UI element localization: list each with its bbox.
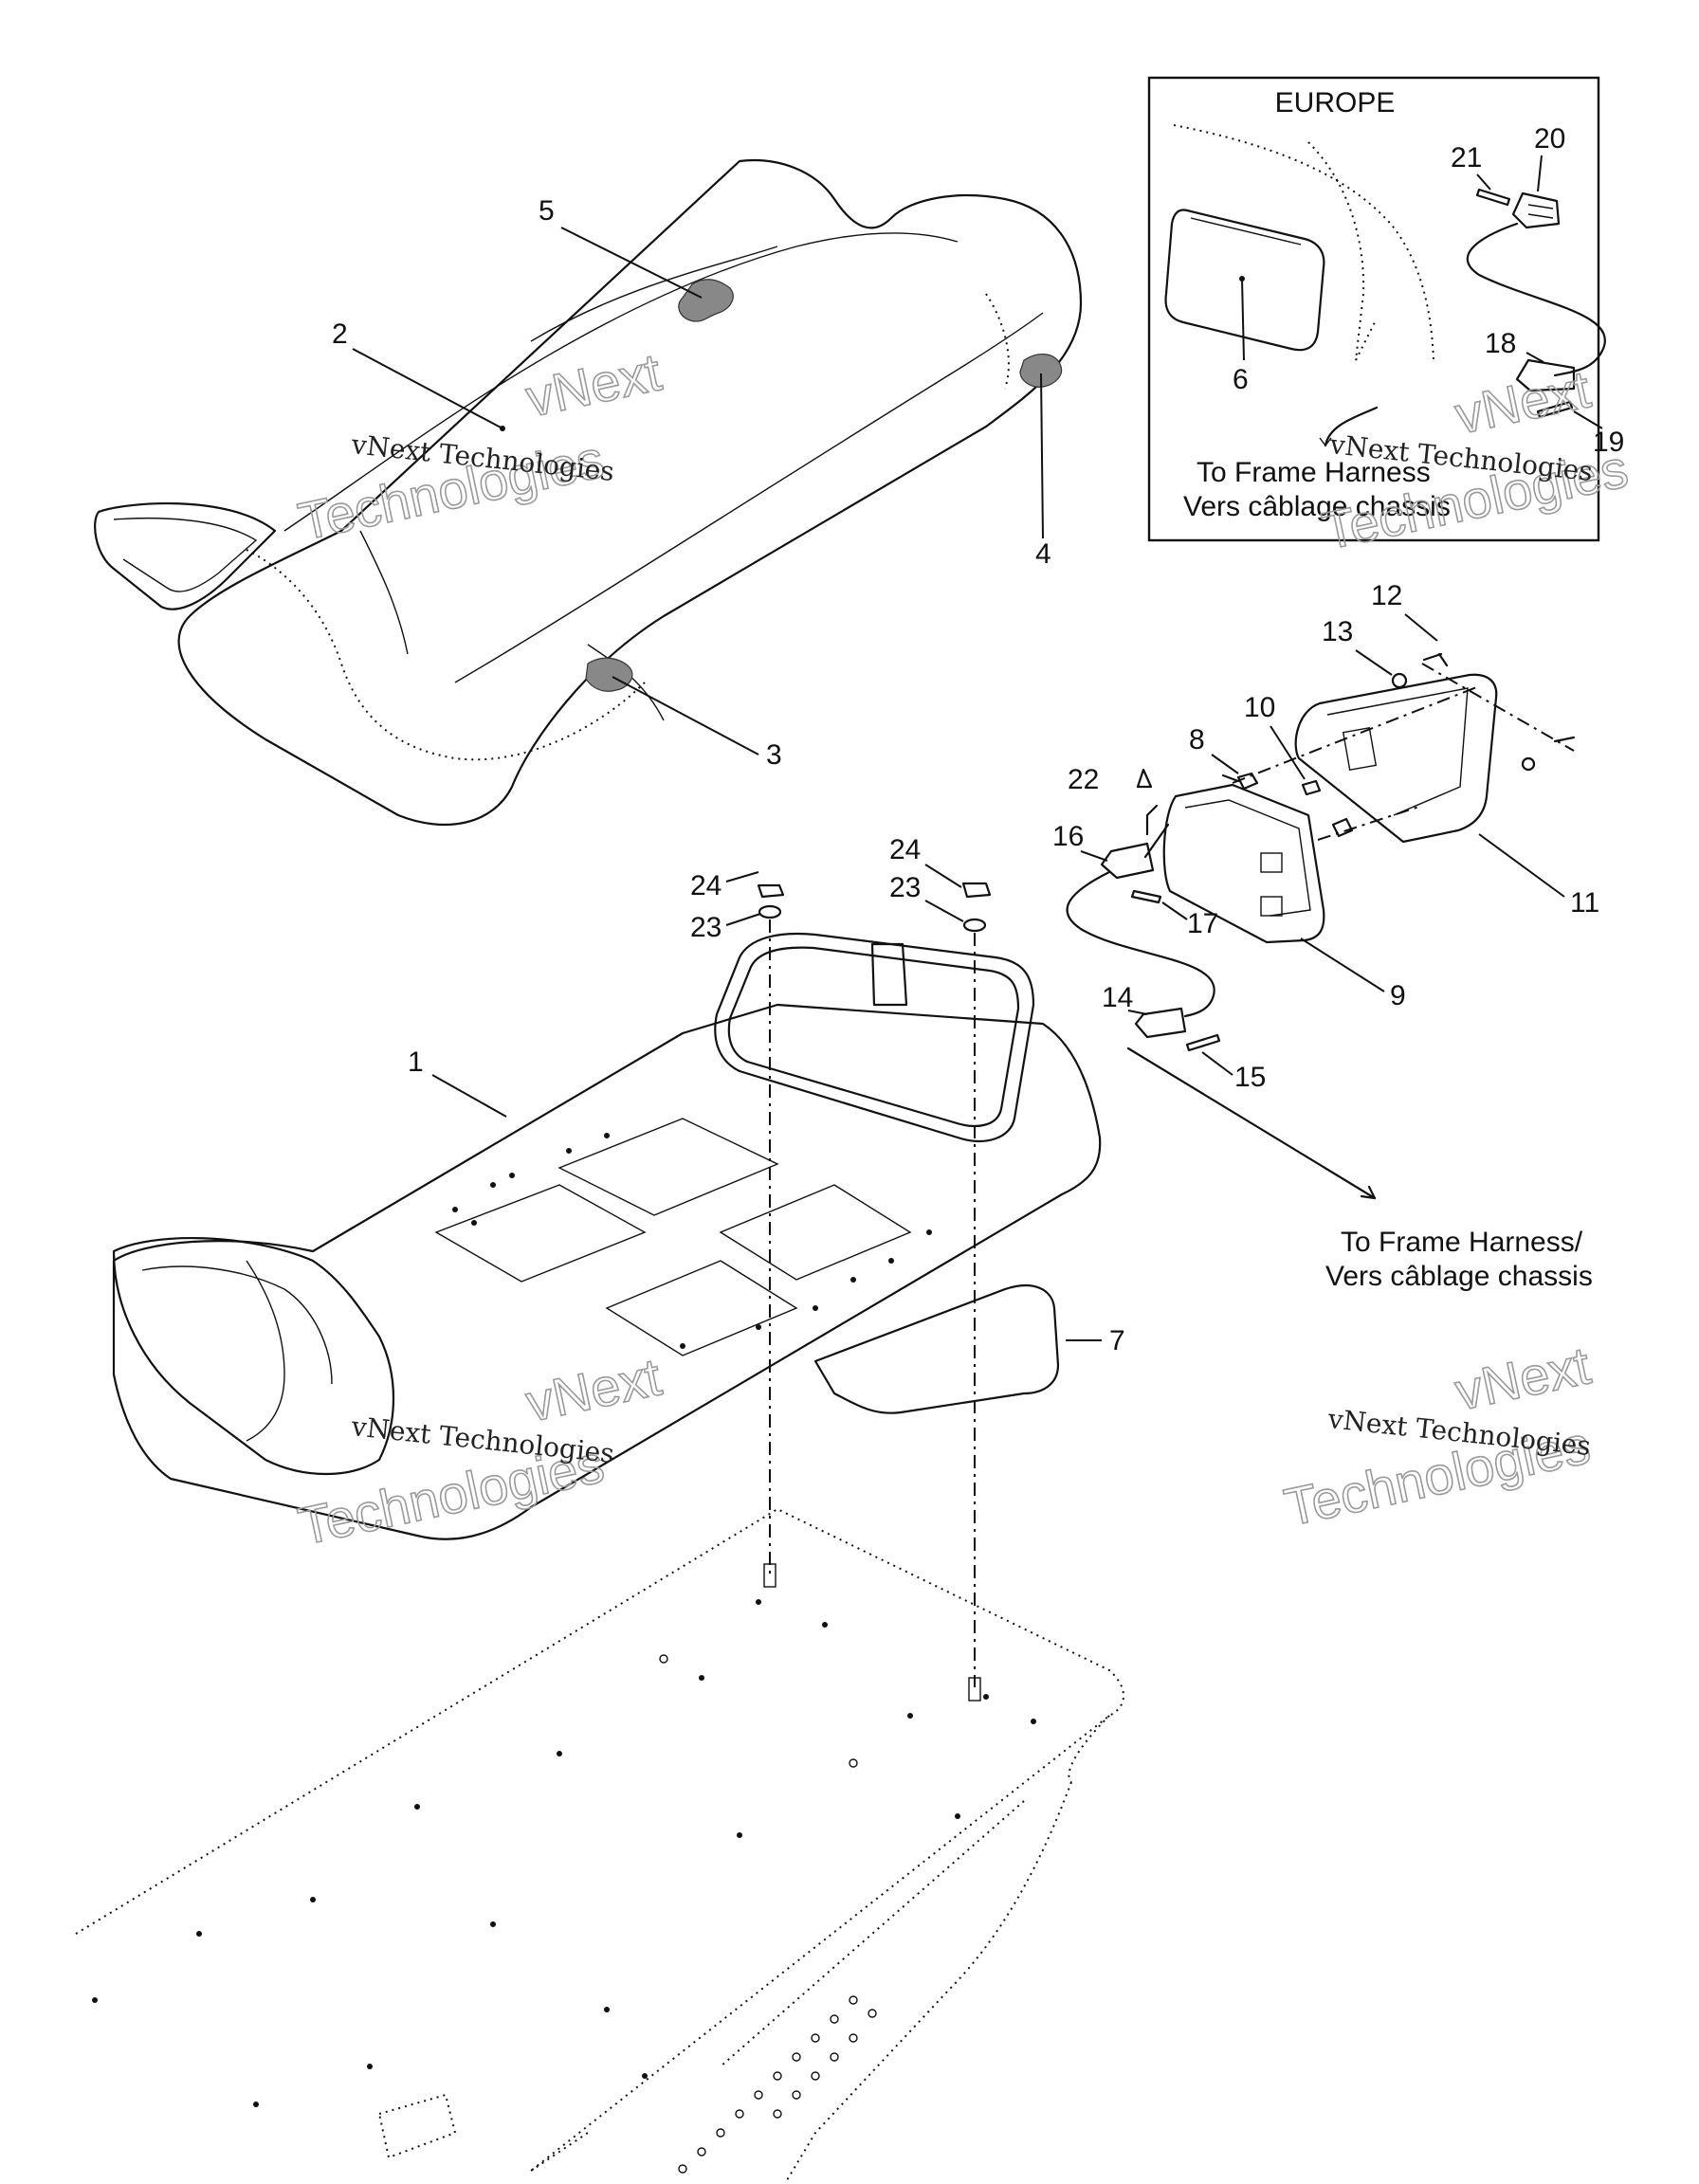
connector-part-14 bbox=[1134, 1007, 1187, 1039]
taillight-lens-part-11 bbox=[1294, 673, 1498, 844]
callout-9: 9 bbox=[1390, 980, 1406, 1011]
callout-22: 22 bbox=[1068, 764, 1099, 795]
pin-part-17 bbox=[1130, 889, 1162, 904]
connector-part-20 bbox=[1511, 191, 1561, 229]
callout-24-left: 24 bbox=[690, 870, 722, 901]
callout-11: 11 bbox=[1570, 887, 1599, 919]
tunnel-slot bbox=[377, 2093, 457, 2159]
watermark-4: vNext Technologies vNext Technologies bbox=[1279, 1334, 1597, 1538]
callout-6: 6 bbox=[1233, 364, 1249, 395]
callout-17: 17 bbox=[1187, 908, 1218, 939]
decal-part-4 bbox=[1019, 354, 1063, 388]
connector-part-18 bbox=[1515, 358, 1576, 392]
callout-8: 8 bbox=[1189, 724, 1205, 755]
inset-note-line1: To Frame Harness bbox=[1197, 457, 1431, 488]
inset-frame bbox=[1147, 76, 1600, 542]
connector-part-16 bbox=[1100, 842, 1155, 880]
harness-note-line2: Vers câblage chassis bbox=[1325, 1261, 1593, 1292]
seat-tail bbox=[94, 501, 277, 610]
callout-20: 20 bbox=[1534, 123, 1565, 155]
nut-part-10 bbox=[1301, 779, 1322, 796]
frame-tunnel bbox=[75, 1507, 1124, 2181]
decal-part-5 bbox=[678, 279, 734, 322]
stud-right bbox=[968, 1677, 981, 1702]
callout-23-right: 23 bbox=[889, 872, 921, 903]
svg-text:vNext: vNext bbox=[521, 1346, 667, 1432]
callout-19: 19 bbox=[1593, 427, 1624, 458]
europe-inset: EUROPE 6 20 21 18 bbox=[1147, 76, 1624, 542]
callout-4: 4 bbox=[1035, 538, 1051, 570]
washer-part-23-left bbox=[758, 904, 782, 919]
part-22 bbox=[1136, 768, 1153, 789]
taillight-assembly bbox=[1066, 652, 1576, 1200]
watermark-3: vNext Technologies vNext Technologies bbox=[293, 1345, 667, 1556]
callout-3: 3 bbox=[766, 739, 782, 771]
watermark-2: vNext Technologies vNext Technologies bbox=[1317, 357, 1634, 561]
harness-wire bbox=[1066, 870, 1215, 1018]
plate-part-7 bbox=[813, 1284, 1060, 1414]
callout-14: 14 bbox=[1102, 982, 1133, 1013]
callout-12: 12 bbox=[1371, 580, 1402, 611]
storage-box bbox=[714, 932, 1035, 1142]
screw-part-8 bbox=[1221, 772, 1259, 791]
tunnel-holes bbox=[92, 1599, 1036, 2107]
seat-assembly bbox=[94, 159, 1083, 827]
reflector-part-6 bbox=[1164, 209, 1325, 352]
inset-seat-outline bbox=[1173, 124, 1434, 361]
callout-2: 2 bbox=[332, 318, 348, 350]
inset-title: EUROPE bbox=[1275, 87, 1396, 118]
callout-10: 10 bbox=[1244, 692, 1275, 723]
nut-part-24-left bbox=[757, 883, 785, 899]
tray-holes bbox=[452, 1133, 932, 1349]
watermark-1: vNext Technologies vNext Technologies bbox=[293, 340, 667, 552]
pin-part-21 bbox=[1475, 188, 1511, 207]
callout-7: 7 bbox=[1109, 1325, 1125, 1356]
taillight-housing-part-9 bbox=[1162, 783, 1325, 944]
washer-part-23-right bbox=[962, 918, 987, 933]
callout-1: 1 bbox=[408, 1046, 424, 1078]
tray-front-bumper bbox=[112, 1236, 395, 1476]
decal-part-3 bbox=[585, 657, 633, 692]
nut-part-24-right bbox=[961, 882, 992, 899]
pin-part-15 bbox=[1185, 1033, 1221, 1052]
callout-24-right: 24 bbox=[889, 834, 921, 865]
callout-16: 16 bbox=[1052, 821, 1084, 852]
seat-cushion bbox=[177, 159, 1083, 827]
callout-23-left: 23 bbox=[690, 912, 722, 943]
seat-base-part-1 bbox=[112, 932, 1102, 1540]
tray-opening bbox=[557, 1118, 779, 1216]
svg-text:vNext: vNext bbox=[1450, 358, 1596, 445]
callout-13: 13 bbox=[1322, 616, 1353, 647]
svg-text:vNext: vNext bbox=[521, 341, 667, 428]
screw-part-12 bbox=[1422, 652, 1449, 667]
callout-18: 18 bbox=[1485, 328, 1516, 359]
running-board-holes bbox=[678, 1995, 877, 2174]
callout-21: 21 bbox=[1451, 142, 1482, 173]
stud-left bbox=[763, 1563, 776, 1588]
harness-note-line1: To Frame Harness/ bbox=[1341, 1227, 1583, 1258]
inset-note-line2: Vers câblage chassis bbox=[1183, 491, 1451, 522]
pin-part-19 bbox=[1536, 400, 1574, 419]
washer-part-13 bbox=[1391, 672, 1408, 689]
callout-15: 15 bbox=[1234, 1062, 1266, 1093]
inset-wire bbox=[1466, 222, 1606, 377]
callout-5: 5 bbox=[539, 195, 555, 227]
svg-text:vNext: vNext bbox=[1450, 1335, 1596, 1421]
